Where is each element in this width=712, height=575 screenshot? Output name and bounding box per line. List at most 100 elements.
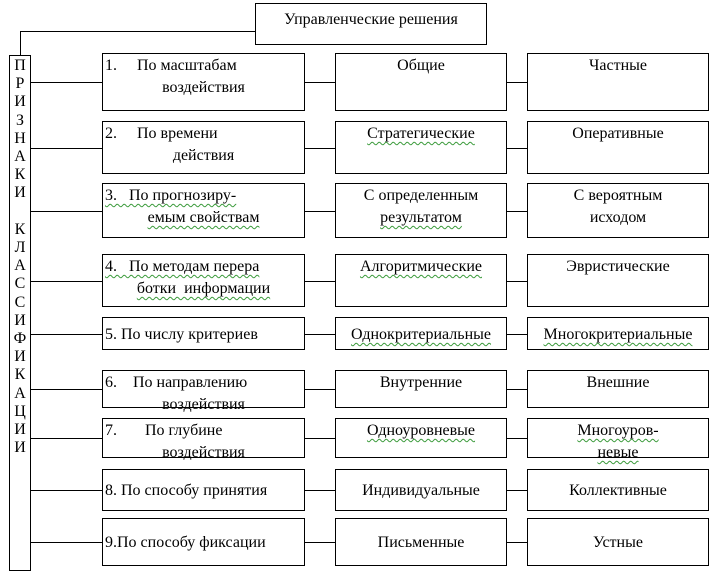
option-primary-box: Одноуровневые	[335, 418, 507, 458]
spellcheck-underline: невые	[597, 444, 639, 461]
category-label: 4. По методам перера	[105, 256, 302, 278]
option-label: Алгоритмические	[336, 256, 506, 278]
spellcheck-underline: емым свойствам	[147, 209, 260, 226]
option-label: Устные	[593, 534, 643, 551]
connector-option-to-option	[507, 148, 527, 149]
side-letter: А	[14, 384, 26, 402]
option-label: результатом	[336, 207, 506, 229]
category-box: 9.По способу фиксации	[102, 518, 305, 566]
side-letter: П	[14, 57, 26, 74]
option-primary-box: Общие	[335, 53, 507, 111]
option-label: Общие	[397, 57, 445, 74]
category-label: 7. По глубине	[105, 422, 223, 439]
diagram-title: Управленческие решения	[284, 11, 458, 28]
side-letter: З	[15, 111, 24, 129]
category-label: 1. По масштабам	[105, 57, 237, 74]
side-letter: К	[14, 220, 26, 238]
spellcheck-underline: Алгоритмические	[359, 258, 483, 275]
side-letter: И	[14, 439, 26, 457]
option-primary-box: Внутренние	[335, 370, 507, 408]
spellcheck-underline: Стратегические	[367, 125, 475, 142]
category-label: воздействия	[162, 444, 245, 461]
connector-side-to-category	[31, 281, 102, 282]
spellcheck-underline: Однокритериальные	[351, 326, 491, 343]
connector-category-to-option	[305, 82, 335, 83]
option-primary-box: Письменные	[335, 518, 507, 566]
connector-category-to-option	[305, 211, 335, 212]
spellcheck-underline: Одноуровневые	[366, 422, 476, 439]
option-secondary-box: Коллективные	[527, 469, 709, 511]
spellcheck-underline: Многокритериальные	[543, 326, 693, 343]
option-primary-box: Стратегические	[335, 121, 507, 174]
option-secondary-box: Эвристические	[527, 254, 709, 307]
connector-side-to-category	[31, 211, 102, 212]
connector-option-to-option	[507, 542, 527, 543]
side-letter: И	[14, 184, 26, 202]
option-primary-box: Алгоритмические	[335, 254, 507, 307]
option-primary-box: Однокритериальные	[335, 317, 507, 350]
option-label: Многоуров-	[528, 420, 708, 442]
category-label: 9.По способу фиксации	[105, 534, 266, 551]
connector-option-to-option	[507, 389, 527, 390]
connector-option-to-option	[507, 82, 527, 83]
option-label: Индивидуальные	[362, 482, 480, 499]
option-secondary-box: Оперативные	[527, 121, 709, 174]
side-label-box: П Р И З Н А К И К Л А С С И Ф И К А Ц И …	[9, 55, 31, 571]
connector-option-to-option	[507, 281, 527, 282]
option-label: Частные	[588, 57, 647, 74]
option-label: Однокритериальные	[336, 324, 506, 346]
connector-category-to-option	[305, 542, 335, 543]
side-letter: Н	[14, 129, 26, 147]
option-label: Внешние	[586, 374, 650, 391]
side-letter: С	[14, 293, 26, 311]
category-label: воздействия	[162, 79, 245, 96]
option-secondary-box: Многоуров-невые	[527, 418, 709, 461]
connector-category-to-option	[305, 438, 335, 439]
option-secondary-box: Частные	[527, 53, 709, 111]
category-label: действия	[172, 147, 235, 164]
option-secondary-box: С вероятным исходом	[527, 183, 709, 238]
option-label: Многокритериальные	[528, 324, 708, 346]
side-letter: И	[14, 93, 26, 111]
spellcheck-underline: Многоуров-	[577, 422, 659, 439]
category-label: емым свойствам	[105, 207, 302, 229]
category-label: 2. По времени	[105, 125, 218, 142]
spellcheck-underline: 3. По прогнозиру-	[105, 187, 237, 204]
connector-category-to-option	[305, 389, 335, 390]
category-label: 3. По прогнозиру-	[105, 185, 302, 207]
connector-side-to-category	[31, 490, 102, 491]
connector-side-to-category	[31, 148, 102, 149]
option-label: Оперативные	[572, 125, 664, 142]
category-label: ботки информации	[105, 278, 302, 300]
option-secondary-box: Внешние	[527, 370, 709, 408]
connector-category-to-option	[305, 334, 335, 335]
category-box: 5. По числу критериев	[102, 317, 305, 350]
connector-category-to-option	[305, 148, 335, 149]
side-letter: И	[14, 348, 26, 366]
option-label: С определенным	[363, 187, 479, 204]
option-primary-box: Индивидуальные	[335, 469, 507, 511]
option-label: невые	[528, 442, 708, 464]
option-label: Коллективные	[569, 482, 667, 499]
spellcheck-underline: результатом	[380, 209, 462, 226]
option-secondary-box: Устные	[527, 518, 709, 566]
connector-side-to-category	[31, 389, 102, 390]
side-letter: К	[14, 366, 26, 384]
category-box: 2. По времени действия	[102, 121, 305, 174]
connector-category-to-option	[305, 281, 335, 282]
diagram-title-box: Управленческие решения	[255, 3, 487, 45]
connector-side-to-category	[31, 334, 102, 335]
option-label: исходом	[589, 209, 647, 226]
category-label: 6. По направлению	[105, 374, 248, 391]
side-letter: С	[14, 275, 26, 293]
connector-option-to-option	[507, 334, 527, 335]
connector-option-to-option	[507, 490, 527, 491]
category-box: 1. По масштабам воздействия	[102, 53, 305, 111]
option-primary-box: С определенным результатом	[335, 183, 507, 238]
category-box: 8. По способу принятия	[102, 469, 305, 511]
option-label: С вероятным	[573, 187, 663, 204]
side-letter: Р	[15, 75, 25, 93]
side-letter: Ф	[13, 330, 27, 348]
